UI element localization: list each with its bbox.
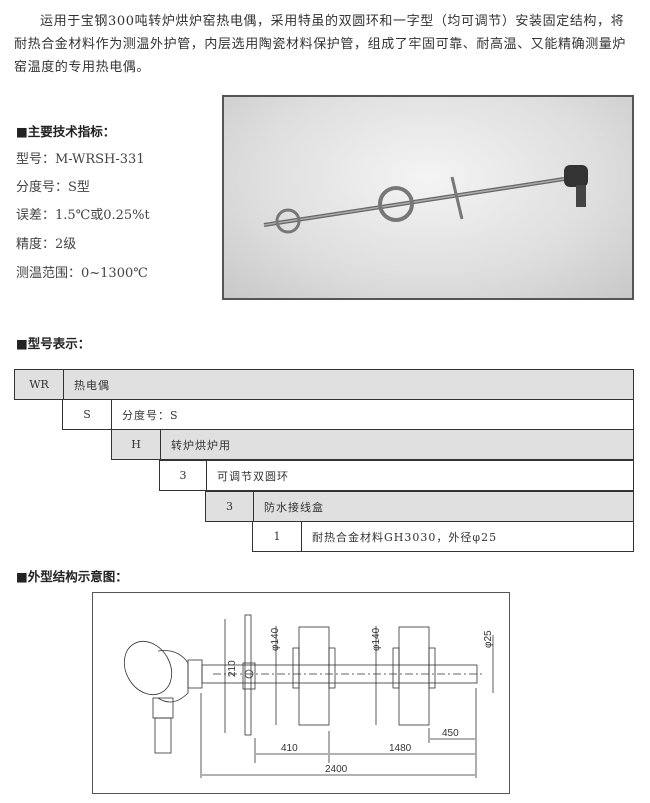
spec-error: 误差：1.5℃或0.25%t: [16, 208, 150, 223]
model-row: H 转炉烘炉用: [111, 429, 634, 460]
model-desc: 可调节双圆环: [217, 469, 289, 483]
dim-210: 210: [227, 660, 238, 677]
model-code: H: [112, 430, 161, 459]
model-desc: 分度号：S: [122, 408, 179, 422]
spec-graduation: 分度号：S型: [16, 180, 90, 195]
model-code: 3: [160, 461, 207, 490]
product-photo: [222, 95, 634, 300]
intro-paragraph: 运用于宝钢300吨转炉烘炉窑热电偶，采用特虽的双圆环和一字型（均可调节）安装固定…: [14, 14, 627, 75]
model-desc: 热电偶: [74, 378, 110, 392]
dim-410: 410: [281, 743, 298, 754]
model-row: 3 可调节双圆环: [159, 460, 634, 491]
spec-model: 型号：M-WRSH-331: [16, 152, 145, 167]
diagram-heading: ■外型结构示意图：: [16, 569, 128, 584]
dim-phi140-b: φ140: [371, 627, 382, 651]
dim-phi25: φ25: [483, 630, 494, 648]
dim-2400: 2400: [325, 764, 348, 775]
model-code: S: [63, 400, 112, 429]
model-desc: 防水接线盒: [264, 500, 324, 514]
dim-phi140-a: φ140: [270, 627, 281, 651]
dim-450: 450: [442, 728, 459, 739]
model-row: 3 防水接线盒: [205, 491, 634, 522]
model-desc: 转炉烘炉用: [171, 438, 231, 452]
model-heading: ■型号表示：: [16, 336, 91, 351]
model-code: WR: [15, 370, 64, 399]
specs-heading: ■主要技术指标：: [16, 124, 116, 139]
model-row: WR 热电偶: [14, 369, 634, 400]
dim-1480: 1480: [389, 743, 412, 754]
spec-range: 测温范围：0~1300℃: [16, 266, 148, 281]
model-desc: 耐热合金材料GH3030，外径φ25: [312, 530, 498, 544]
model-code: 3: [206, 492, 254, 521]
model-row: S 分度号：S: [62, 399, 634, 430]
model-code: 1: [253, 522, 302, 551]
structure-diagram: 210 φ140 φ140 φ25 410 1480 450 2400: [92, 592, 510, 794]
spec-accuracy: 精度：2级: [16, 237, 77, 252]
model-row: 1 耐热合金材料GH3030，外径φ25: [252, 521, 634, 552]
junction-box-icon: [123, 640, 203, 754]
